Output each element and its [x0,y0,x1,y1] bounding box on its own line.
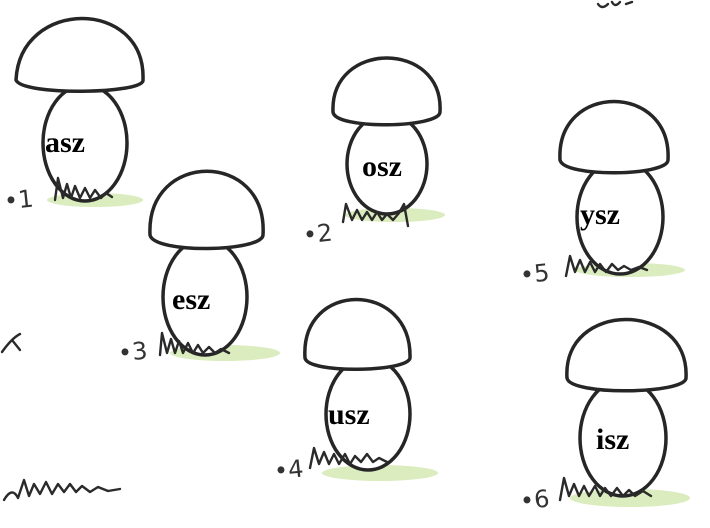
mushroom-1 [14,16,145,207]
mushroom-6 [558,317,690,507]
mushroom-number-4: •4 [272,454,305,486]
mushroom-number-5: •5 [518,258,551,290]
grass-icon [158,331,231,357]
grass-icon [53,176,114,202]
mushroom-syllable-2: osz [362,150,402,183]
cropped-number-mark [596,0,634,9]
mushroom-cap [331,56,442,127]
mushroom-cap [565,317,688,393]
mushroom-cap [148,169,265,251]
mushroom-2 [331,56,445,228]
grass-icon [308,446,389,470]
mushroom-5 [558,99,685,278]
grass-tint [322,465,438,481]
mushroom-number-1: •1 [2,184,35,216]
grass-icon [558,476,653,502]
mushroom-cap [558,99,670,175]
mushroom-syllable-3: esz [172,283,211,316]
mushroom-number-6: •6 [518,484,551,516]
mushroom-4 [303,297,438,481]
edge-scribble [0,332,22,354]
grass-icon [564,254,649,278]
mushroom-syllable-6: isz [596,423,630,456]
mushroom-cap [303,297,412,371]
grass-icon [341,202,410,228]
mushroom-3 [148,169,280,361]
mushroom-syllable-4: usz [328,398,370,431]
mushroom-syllable-1: asz [45,126,85,159]
mushroom-cap [14,16,145,93]
grass-doodle [2,478,122,502]
mushroom-number-2: •2 [301,218,334,250]
mushroom-syllable-5: ysz [580,198,620,231]
mushroom-number-3: •3 [116,336,149,368]
